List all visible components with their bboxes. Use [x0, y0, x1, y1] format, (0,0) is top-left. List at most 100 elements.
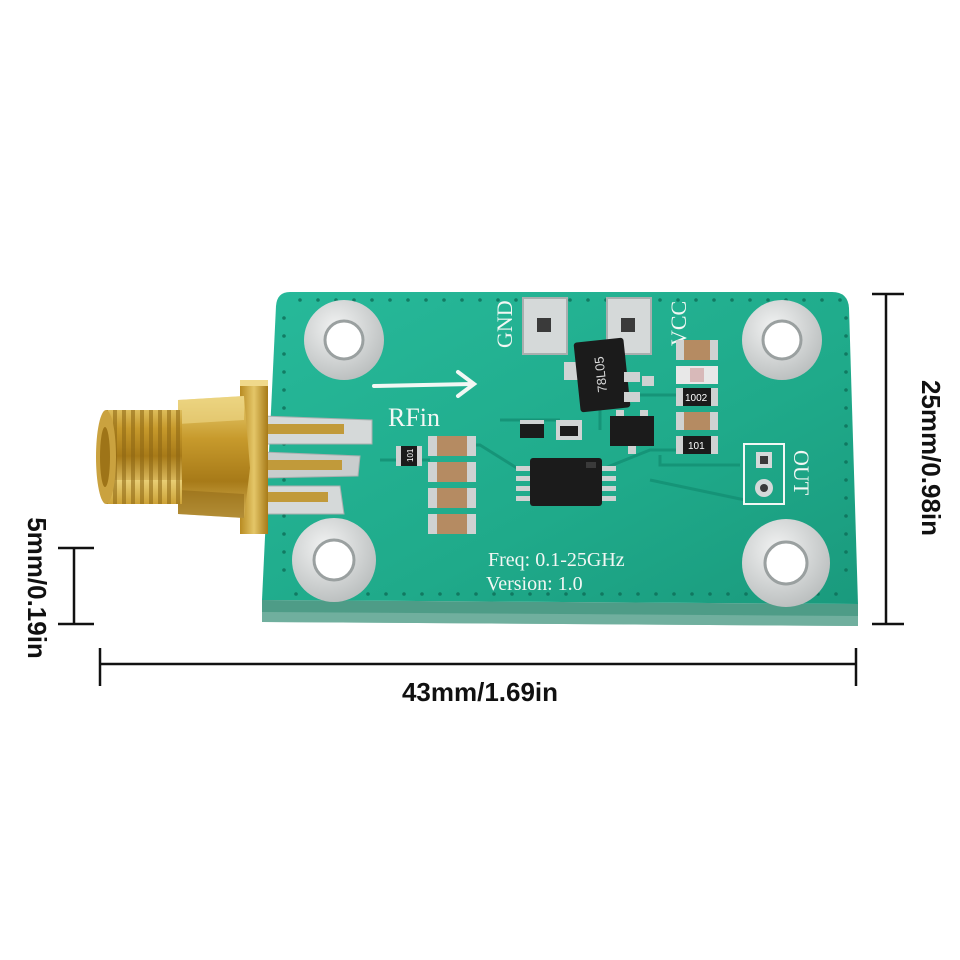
via-dot: [586, 298, 590, 302]
via-dot: [282, 406, 286, 410]
via-dot: [460, 298, 464, 302]
via-dot: [744, 592, 748, 596]
via-dot: [370, 298, 374, 302]
via-dot: [748, 298, 752, 302]
via-dot: [568, 298, 572, 302]
via-dot: [514, 298, 518, 302]
mount-hole-top-right: [742, 300, 822, 380]
resistor-1002-label: 1002: [685, 393, 708, 404]
detector-ic: [516, 458, 616, 506]
via-dot: [658, 298, 662, 302]
via-dot: [766, 298, 770, 302]
vcc-label: VCC: [666, 301, 691, 346]
pcb-board: GND VCC RFin OUT Freq: 0.1-25GHz Version…: [262, 292, 858, 626]
via-dot: [546, 592, 550, 596]
via-dot: [618, 592, 622, 596]
via-dot: [676, 298, 680, 302]
sot-transistor: [610, 410, 654, 454]
dimension-length: [98, 648, 858, 686]
gnd-label: GND: [492, 300, 517, 348]
version-label: Version: 1.0: [486, 573, 583, 595]
smd-capacitor-column: [428, 436, 476, 534]
via-dot: [712, 298, 716, 302]
pcb-vias: [282, 298, 848, 596]
smd-capacitor-mid: [676, 412, 718, 430]
smd-resistor-101-left: 101: [396, 446, 422, 466]
via-dot: [690, 592, 694, 596]
via-dot: [844, 532, 848, 536]
via-dot: [844, 496, 848, 500]
via-dot: [834, 592, 838, 596]
via-dot: [294, 592, 298, 596]
smd-capacitor-top: [676, 340, 718, 360]
via-dot: [600, 592, 604, 596]
via-dot: [844, 406, 848, 410]
via-dot: [316, 298, 320, 302]
via-dot: [820, 298, 824, 302]
smd-led: [676, 366, 718, 384]
sma-connector: [96, 380, 373, 534]
via-dot: [456, 592, 460, 596]
via-dot: [298, 298, 302, 302]
via-dot: [438, 592, 442, 596]
via-dot: [510, 592, 514, 596]
via-dot: [844, 388, 848, 392]
via-dot: [366, 592, 370, 596]
via-dot: [406, 298, 410, 302]
via-dot: [844, 334, 848, 338]
out-label: OUT: [789, 450, 814, 496]
rfin-label: RFin: [388, 403, 440, 432]
via-dot: [844, 568, 848, 572]
resistor-101-left-label: 101: [406, 448, 415, 462]
via-dot: [384, 592, 388, 596]
via-dot: [492, 592, 496, 596]
via-dot: [402, 592, 406, 596]
via-dot: [282, 568, 286, 572]
mount-hole-bottom-right: [742, 519, 830, 607]
via-dot: [496, 298, 500, 302]
via-dot: [844, 370, 848, 374]
mount-hole-top-left: [304, 300, 384, 380]
via-dot: [282, 388, 286, 392]
resistor-101-right-label: 101: [688, 441, 705, 452]
dimension-width-label: 25mm/0.98in: [916, 380, 946, 536]
via-dot: [636, 592, 640, 596]
via-dot: [844, 514, 848, 518]
smd-small-parts: [520, 372, 654, 440]
via-dot: [564, 592, 568, 596]
via-dot: [282, 532, 286, 536]
via-dot: [844, 352, 848, 356]
via-dot: [442, 298, 446, 302]
via-dot: [424, 298, 428, 302]
gnd-pad: [522, 297, 568, 355]
smd-resistor-101-right: 101: [676, 436, 718, 454]
via-dot: [474, 592, 478, 596]
voltage-regulator: 78L05: [564, 337, 631, 413]
dimension-thickness-label: 5mm/0.19in: [22, 517, 52, 659]
via-dot: [388, 298, 392, 302]
vcc-pad: [606, 297, 652, 355]
via-dot: [838, 298, 842, 302]
via-dot: [730, 298, 734, 302]
via-dot: [582, 592, 586, 596]
via-dot: [352, 298, 356, 302]
via-dot: [282, 370, 286, 374]
mount-hole-bottom-left: [292, 518, 376, 602]
via-dot: [420, 592, 424, 596]
freq-label: Freq: 0.1-25GHz: [488, 549, 625, 571]
via-dot: [694, 298, 698, 302]
via-dot: [672, 592, 676, 596]
via-dot: [844, 478, 848, 482]
via-dot: [282, 352, 286, 356]
via-dot: [654, 592, 658, 596]
via-dot: [478, 298, 482, 302]
via-dot: [726, 592, 730, 596]
via-dot: [844, 460, 848, 464]
via-dot: [282, 316, 286, 320]
via-dot: [282, 514, 286, 518]
dimension-length-label: 43mm/1.69in: [402, 677, 558, 707]
via-dot: [282, 550, 286, 554]
regulator-label: 78L05: [591, 356, 610, 394]
dimension-thickness: [58, 546, 94, 626]
